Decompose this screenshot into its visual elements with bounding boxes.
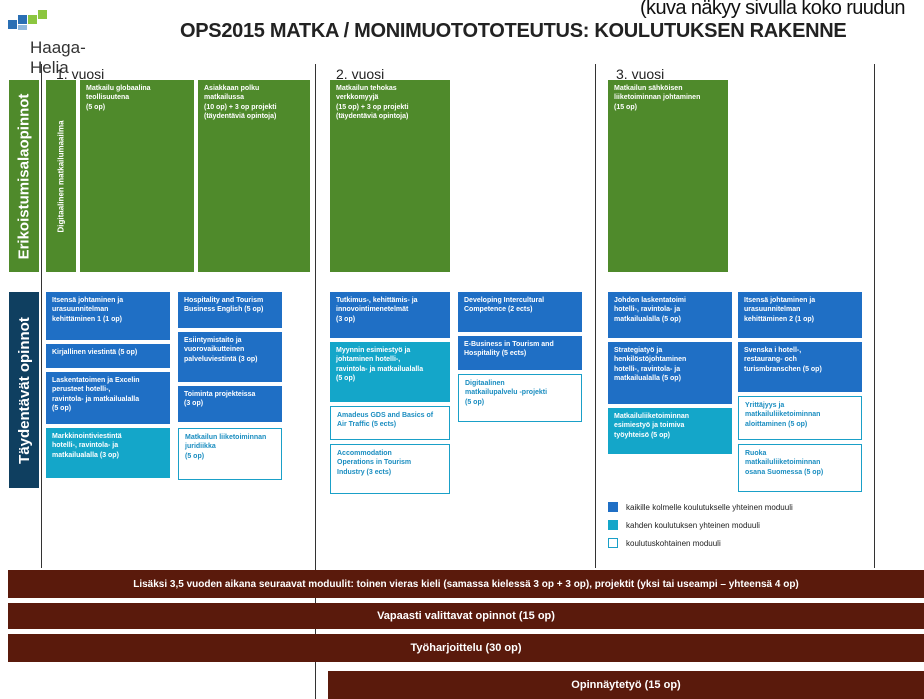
module-swedish: Svenska i hotell-, restaurang- och turis…: [738, 342, 862, 392]
spec-module-online-sales: Matkailun tehokas verkkomyyjä (15 op) + …: [330, 80, 450, 272]
module-supervisor-work: Matkailuliiketoiminnan esimiestyö ja toi…: [608, 408, 732, 454]
module-strategy-hr: Strategiatyö ja henkilöstöjohtaminen hot…: [608, 342, 732, 404]
legend-label: kaikille kolmelle koulutukselle yhteinen…: [626, 502, 793, 512]
year-2-heading: 2. vuosi: [336, 66, 385, 82]
year-divider: [315, 64, 316, 699]
module-written-communication: Kirjallinen viestintä (5 op): [46, 344, 170, 368]
free-electives-bar: Vapaasti valittavat opinnot (15 op): [8, 603, 924, 629]
module-accommodation-operations: Accommodation Operations in Tourism Indu…: [330, 444, 450, 494]
module-marketing-communication: Markkinointiviestintä hotelli-, ravintol…: [46, 428, 170, 478]
supplementary-side-label: Täydentävät opinnot: [9, 292, 39, 488]
module-management-accounting: Johdon laskentatoimi hotelli-, ravintola…: [608, 292, 732, 338]
module-digital-service-project: Digitaalinen matkailupalvelu -projekti (…: [458, 374, 582, 422]
module-self-management-2: Itsensä johtaminen ja urasuunnitelman ke…: [738, 292, 862, 338]
legend-swatch-cyan: [608, 520, 618, 530]
year-divider: [595, 64, 596, 568]
legend-item: koulutuskohtainen moduuli: [608, 538, 878, 548]
spec-module-ebusiness-management: Matkailun sähköisen liiketoiminnan johta…: [608, 80, 728, 272]
legend: kaikille kolmelle koulutukselle yhteinen…: [608, 502, 878, 548]
legend-item: kahden koulutuksen yhteinen moduuli: [608, 520, 878, 530]
thesis-bar: Opinnäytetyö (15 op): [328, 671, 924, 699]
internship-bar: Työharjoittelu (30 op): [8, 634, 924, 662]
specialization-side-label: Erikoistumisalaopinnot: [9, 80, 39, 272]
legend-swatch-blue: [608, 502, 618, 512]
digital-world-module: Digitaalinen matkailumaailma: [46, 80, 76, 272]
module-project-work: Toiminta projekteissa (3 op): [178, 386, 282, 422]
module-food-tourism: Ruoka matkailuliiketoiminnan osana Suome…: [738, 444, 862, 492]
year-divider: [874, 64, 875, 568]
spec-module-customer-path: Asiakkaan polku matkailussa (10 op) + 3 …: [198, 80, 310, 272]
module-accounting-excel: Laskentatoimen ja Excelin perusteet hote…: [46, 372, 170, 424]
spec-module-global-industry: Matkailu globaalina teollisuutena (5 op): [80, 80, 194, 272]
legend-swatch-outline: [608, 538, 618, 548]
module-intercultural-competence: Developing Intercultural Competence (2 e…: [458, 292, 582, 332]
logo-text: Haaga-Helia: [30, 38, 86, 77]
module-entrepreneurship: Yrittäjyys ja matkailuliiketoiminnan alo…: [738, 396, 862, 440]
module-ebusiness-hospitality: E-Business in Tourism and Hospitality (5…: [458, 336, 582, 370]
module-business-english: Hospitality and Tourism Business English…: [178, 292, 282, 328]
module-self-management-1: Itsensä johtaminen ja urasuunnitelman ke…: [46, 292, 170, 340]
module-presentation-skills: Esiintymistaito ja vuorovaikutteinen pal…: [178, 332, 282, 382]
legend-item: kaikille kolmelle koulutukselle yhteinen…: [608, 502, 878, 512]
year-3-heading: 3. vuosi: [616, 66, 665, 82]
module-research-methods: Tutkimus-, kehittämis- ja innovointimene…: [330, 292, 450, 338]
year-divider: [41, 64, 42, 568]
module-sales-management: Myynnin esimiestyö ja johtaminen hotelli…: [330, 342, 450, 402]
year-1-heading: 1. vuosi: [56, 66, 105, 82]
module-amadeus-gds: Amadeus GDS and Basics of Air Traffic (5…: [330, 406, 450, 440]
logo: Haaga-Helia: [8, 10, 86, 77]
additional-modules-bar: Lisäksi 3,5 vuoden aikana seuraavat modu…: [8, 570, 924, 598]
page-title: OPS2015 MATKA / MONIMUOTOTOTEUTUS: KOULU…: [180, 20, 847, 42]
legend-label: koulutuskohtainen moduuli: [626, 538, 721, 548]
module-tourism-law: Matkailun liiketoiminnan juridiikka (5 o…: [178, 428, 282, 480]
logo-mark-icon: [8, 10, 48, 30]
top-note: (kuva näkyy sivulla koko ruudun: [640, 0, 905, 19]
legend-label: kahden koulutuksen yhteinen moduuli: [626, 520, 760, 530]
